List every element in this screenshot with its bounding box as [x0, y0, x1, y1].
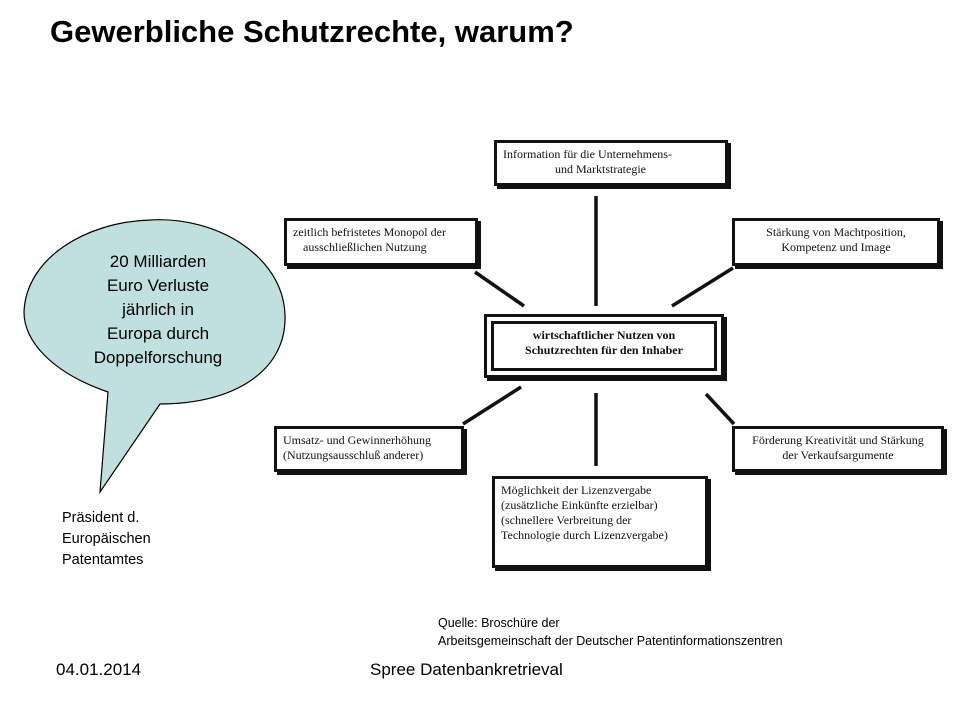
node-text-line: Information für die Unternehmens- [503, 147, 672, 161]
source-citation: Quelle: Broschüre der Arbeitsgemeinschaf… [438, 614, 783, 650]
attribution-line: Patentamtes [62, 552, 144, 568]
node-center-nutzen: wirtschaftlicher Nutzen von Schutzrechte… [484, 314, 724, 378]
node-center-inner: wirtschaftlicher Nutzen von Schutzrechte… [491, 321, 717, 371]
speech-bubble-line: Europa durch [106, 324, 210, 343]
node-text-line: Kompetenz und Image [781, 240, 891, 254]
speech-bubble-line: Euro Verluste [106, 276, 210, 295]
node-lizenzvergabe: Möglichkeit der Lizenzvergabe (zusätzlic… [492, 476, 708, 568]
speech-bubble-line: jährlich in [122, 300, 194, 319]
node-machtposition: Stärkung von Machtposition, Kompetenz un… [732, 218, 940, 266]
node-text-line: der Verkaufsargumente [782, 448, 894, 462]
node-information: Information für die Unternehmens- und Ma… [494, 140, 728, 186]
attribution-line: Europäischen [62, 531, 151, 547]
center-text-line: wirtschaftlicher Nutzen von [532, 328, 676, 342]
node-text-line: Förderung Kreativität und Stärkung [752, 433, 924, 447]
attribution-line: Präsident d. [62, 510, 140, 526]
node-kreativitaet: Förderung Kreativität und Stärkung der V… [732, 426, 944, 472]
node-monopol: zeitlich befristetes Monopol der ausschl… [284, 218, 478, 266]
node-text-line: Umsatz- und Gewinnerhöhung [283, 433, 431, 447]
connector-top-right [671, 266, 734, 308]
speech-bubble-line: 20 Milliarden [109, 252, 207, 271]
node-text-line: (Nutzungsausschluß anderer) [283, 448, 424, 462]
node-text-line: (zusätzliche Einkünfte erzielbar) [501, 498, 658, 512]
footer-date: 04.01.2014 [56, 660, 142, 679]
node-text-line: und Marktstrategie [555, 162, 646, 176]
source-line: Quelle: Broschüre der [438, 616, 560, 630]
connector-top-left [474, 270, 525, 308]
speech-bubble-text: 20 Milliarden Euro Verluste jährlich in … [58, 250, 258, 370]
speech-bubble-line: Doppelforschung [93, 348, 223, 367]
source-line: Arbeitsgemeinschaft der Deutscher Patent… [438, 634, 783, 648]
node-text-line: Möglichkeit der Lizenzvergabe [501, 483, 652, 497]
node-text-line: Technologie durch Lizenzvergabe) [501, 528, 668, 542]
node-text-line: zeitlich befristetes Monopol der [293, 225, 446, 239]
slide-title: Gewerbliche Schutzrechte, warum? [50, 14, 574, 49]
node-text-line: ausschließlichen Nutzung [303, 240, 427, 254]
connector-bottom-left [462, 385, 522, 426]
speech-bubble-outline [23, 219, 286, 495]
center-text-line: Schutzrechten für den Inhaber [525, 343, 683, 357]
node-umsatz: Umsatz- und Gewinnerhöhung (Nutzungsauss… [274, 426, 464, 472]
node-text-line: (schnellere Verbreitung der [501, 513, 632, 527]
footer-title: Spree Datenbankretrieval [370, 660, 563, 679]
node-text-line: Stärkung von Machtposition, [766, 225, 906, 239]
connector-bottom-right [704, 392, 736, 426]
callout-attribution: Präsident d. Europäischen Patentamtes [62, 508, 151, 571]
